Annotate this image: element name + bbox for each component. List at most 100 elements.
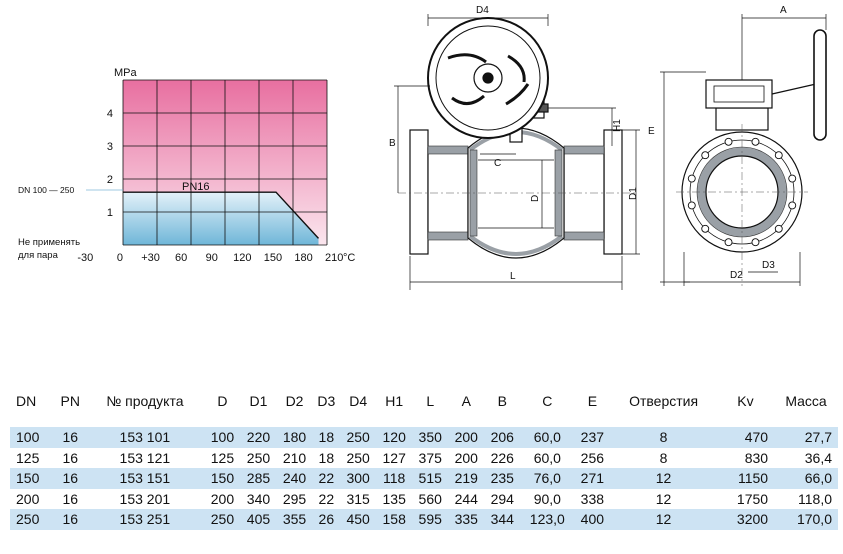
table-cell: 210 (282, 449, 307, 466)
column-header: B (497, 393, 507, 409)
dim-label-a: A (780, 5, 787, 16)
table-cell: 153 151 (85, 468, 205, 489)
table-cell: 18 (318, 449, 335, 466)
bolt-hole (724, 238, 733, 247)
table-cell: 1750 (736, 490, 769, 507)
dim-label-b: B (389, 138, 396, 149)
side-view-dimensions (394, 14, 640, 290)
table-cell: 153 101 (85, 427, 205, 448)
bolt-hole (751, 137, 760, 146)
table-cell: 560 (418, 490, 442, 507)
table-cell: 250 (340, 427, 377, 448)
table-cell: 271 (574, 468, 611, 489)
pn16-area (123, 192, 319, 245)
table-cell: 344 (484, 509, 521, 530)
table-cell: 294 (490, 490, 514, 507)
table-cell: 22 (312, 468, 341, 489)
table-cell: 250 (346, 449, 370, 466)
table-cell: 12 (610, 509, 717, 530)
x-tick-label: +30 (141, 252, 160, 264)
x-tick-label: 210 (325, 252, 343, 264)
table-cell: 90,0 (533, 490, 561, 507)
y-tick-label: 4 (107, 108, 113, 120)
dim-label-h1: H1 (612, 119, 623, 132)
table-cell: 16 (55, 427, 86, 448)
bolt-hole (788, 174, 797, 183)
table-cell: 250 (246, 449, 271, 466)
table-cell: 244 (454, 490, 478, 507)
table-cell: 300 (340, 468, 377, 489)
table-cell: 158 (376, 509, 413, 530)
table-cell: 335 (448, 509, 485, 530)
table-cell: 135 (382, 490, 406, 507)
table-cell: 295 (282, 490, 307, 507)
table-cell: 76,0 (520, 468, 575, 489)
table-cell: 375 (418, 449, 442, 466)
table-cell: 66,0 (774, 468, 838, 489)
front-view-dimensions (660, 14, 827, 286)
x-axis-unit: °C (343, 252, 355, 264)
table-cell: 26 (312, 509, 341, 530)
table-cell: 206 (484, 427, 521, 448)
table-cell: 16 (62, 490, 79, 507)
column-header: A (461, 393, 471, 409)
bolt-hole (687, 201, 696, 210)
table-cell: 16 (55, 509, 86, 530)
bolt-hole (701, 151, 710, 160)
table-cell: 170,0 (774, 509, 838, 530)
bolt-hole (751, 238, 760, 247)
table-cell: 153 251 (85, 509, 205, 530)
y-tick-label: 1 (107, 207, 113, 219)
table-cell: 100 (10, 427, 56, 448)
series-label-pn16: PN16 (182, 181, 210, 193)
table-cell: 150 (10, 468, 56, 489)
table-cell: 153 201 (119, 490, 171, 507)
table-cell: 405 (240, 509, 277, 530)
side-view (398, 17, 636, 259)
bolt-hole (774, 224, 783, 233)
table-cell: 18 (312, 427, 341, 448)
column-header: D4 (349, 393, 368, 409)
table-cell: 200 (454, 449, 478, 466)
column-header: DN (16, 393, 37, 409)
x-tick-label: 60 (175, 252, 187, 264)
dim-label-d3: D3 (762, 260, 775, 271)
table-cell: 250 (204, 509, 241, 530)
x-tick-label: -30 (77, 252, 93, 264)
table-cell: 830 (744, 449, 769, 466)
table-cell: 237 (574, 427, 611, 448)
table-cell: 256 (580, 449, 605, 466)
table-spacer-cell (10, 417, 838, 427)
bolt-holes (687, 137, 797, 247)
table-cell: 8 (610, 427, 717, 448)
table-cell: 235 (484, 468, 521, 489)
table-cell: 150 (204, 468, 241, 489)
pn16-line (123, 191, 320, 239)
dim-label-l: L (510, 271, 516, 282)
x-tick-label: 90 (206, 252, 218, 264)
table-cell: 60,0 (533, 449, 561, 466)
column-header: D1 (249, 393, 268, 409)
table-cell: 125 (210, 449, 235, 466)
bolt-hole (701, 224, 710, 233)
table-cell: 153 121 (119, 449, 171, 466)
bolt-hole (788, 201, 797, 210)
dim-label-e: E (648, 126, 655, 137)
table-cell: 400 (574, 509, 611, 530)
table-cell: 515 (412, 468, 449, 489)
table-cell: 219 (448, 468, 485, 489)
table-cell: 315 (346, 490, 370, 507)
table-cell: 200 (210, 490, 235, 507)
table-cell: 16 (55, 468, 86, 489)
table-cell: 36,4 (804, 449, 832, 466)
table-cell: 12 (610, 468, 717, 489)
table-cell: 470 (716, 427, 775, 448)
